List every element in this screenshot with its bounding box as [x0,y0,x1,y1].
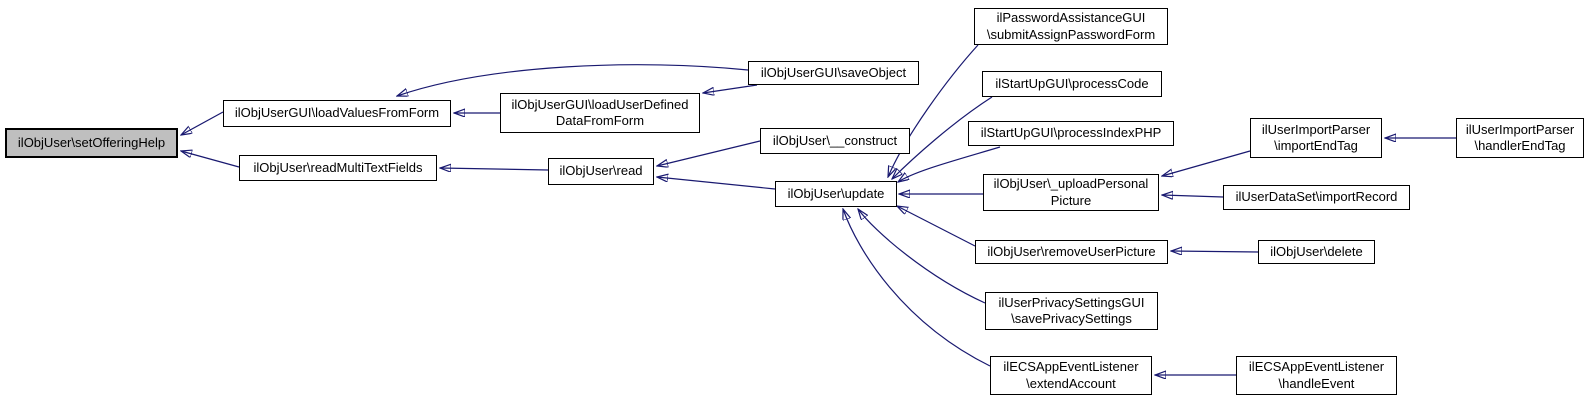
node-iluserprivacysettingsgui-saveprivacysettings[interactable]: ilUserPrivacySettingsGUI \savePrivacySet… [985,292,1158,330]
edge-submitassignpasswordform-to-update [888,44,979,177]
node-ilobjuser-delete[interactable]: ilObjUser\delete [1258,240,1375,264]
node-ilecsappeventlistener-extendaccount[interactable]: ilECSAppEventListener \extendAccount [990,356,1152,395]
edge-construct-to-read [657,140,761,166]
node-ilpasswordassistancegui-submitassignpasswordform[interactable]: ilPasswordAssistanceGUI \submitAssignPas… [974,8,1168,45]
node-ilobjuser-update[interactable]: ilObjUser\update [775,181,897,207]
edge-saveprivacysettings-to-update [858,209,986,304]
node-iluserimportparser-importendtag[interactable]: ilUserImportParser \importEndTag [1250,118,1382,158]
edge-saveobject-to-loaduserdefined [703,84,758,93]
node-ilstartupgui-processindexphp[interactable]: ilStartUpGUI\processIndexPHP [968,121,1174,146]
node-ilobjuser-construct[interactable]: ilObjUser\__construct [760,128,910,154]
node-ilobjusergui-saveobject[interactable]: ilObjUserGUI\saveObject [748,61,919,85]
node-ilobjuser-setofferinghelp: ilObjUser\setOfferingHelp [5,128,178,158]
edge-processcode-to-update [892,96,993,179]
edge-readmultitextfields-to-setofferinghelp [181,151,240,168]
edge-importendtag-to-uploadpersonalpicture [1162,150,1251,176]
node-ilobjusergui-loaduserdefineddatafromform[interactable]: ilObjUserGUI\loadUserDefined DataFromFor… [500,93,700,133]
edge-saveobject-to-loadvaluesfromform [397,64,749,96]
edge-importrecord-to-uploadpersonalpicture [1162,195,1224,197]
node-ilobjuser-uploadpersonalpicture[interactable]: ilObjUser\_uploadPersonal Picture [983,174,1159,211]
node-ilobjuser-removeuserpicture[interactable]: ilObjUser\removeUserPicture [975,240,1168,264]
edge-update-to-read [657,177,776,190]
node-ilstartupgui-processcode[interactable]: ilStartUpGUI\processCode [982,71,1162,97]
edge-removeuserpicture-to-update [897,206,976,247]
node-ilobjuser-readmultitextfields[interactable]: ilObjUser\readMultiTextFields [239,155,437,181]
node-iluserimportparser-handlerendtag[interactable]: ilUserImportParser \handlerEndTag [1456,118,1584,158]
edge-processindexphp-to-update [898,146,1001,182]
node-ilobjuser-read[interactable]: ilObjUser\read [548,158,654,185]
node-ilobjusergui-loadvaluesfromform[interactable]: ilObjUserGUI\loadValuesFromForm [223,100,451,127]
edge-loadvaluesfromform-to-setofferinghelp [181,111,224,135]
edge-extendaccount-to-update [843,209,991,367]
node-iluserdataset-importrecord[interactable]: ilUserDataSet\importRecord [1223,185,1410,210]
node-ilecsappeventlistener-handleevent[interactable]: ilECSAppEventListener \handleEvent [1236,356,1397,395]
edge-delete-to-removeuserpicture [1171,251,1259,252]
edge-read-to-readmultitextfields [440,168,549,170]
